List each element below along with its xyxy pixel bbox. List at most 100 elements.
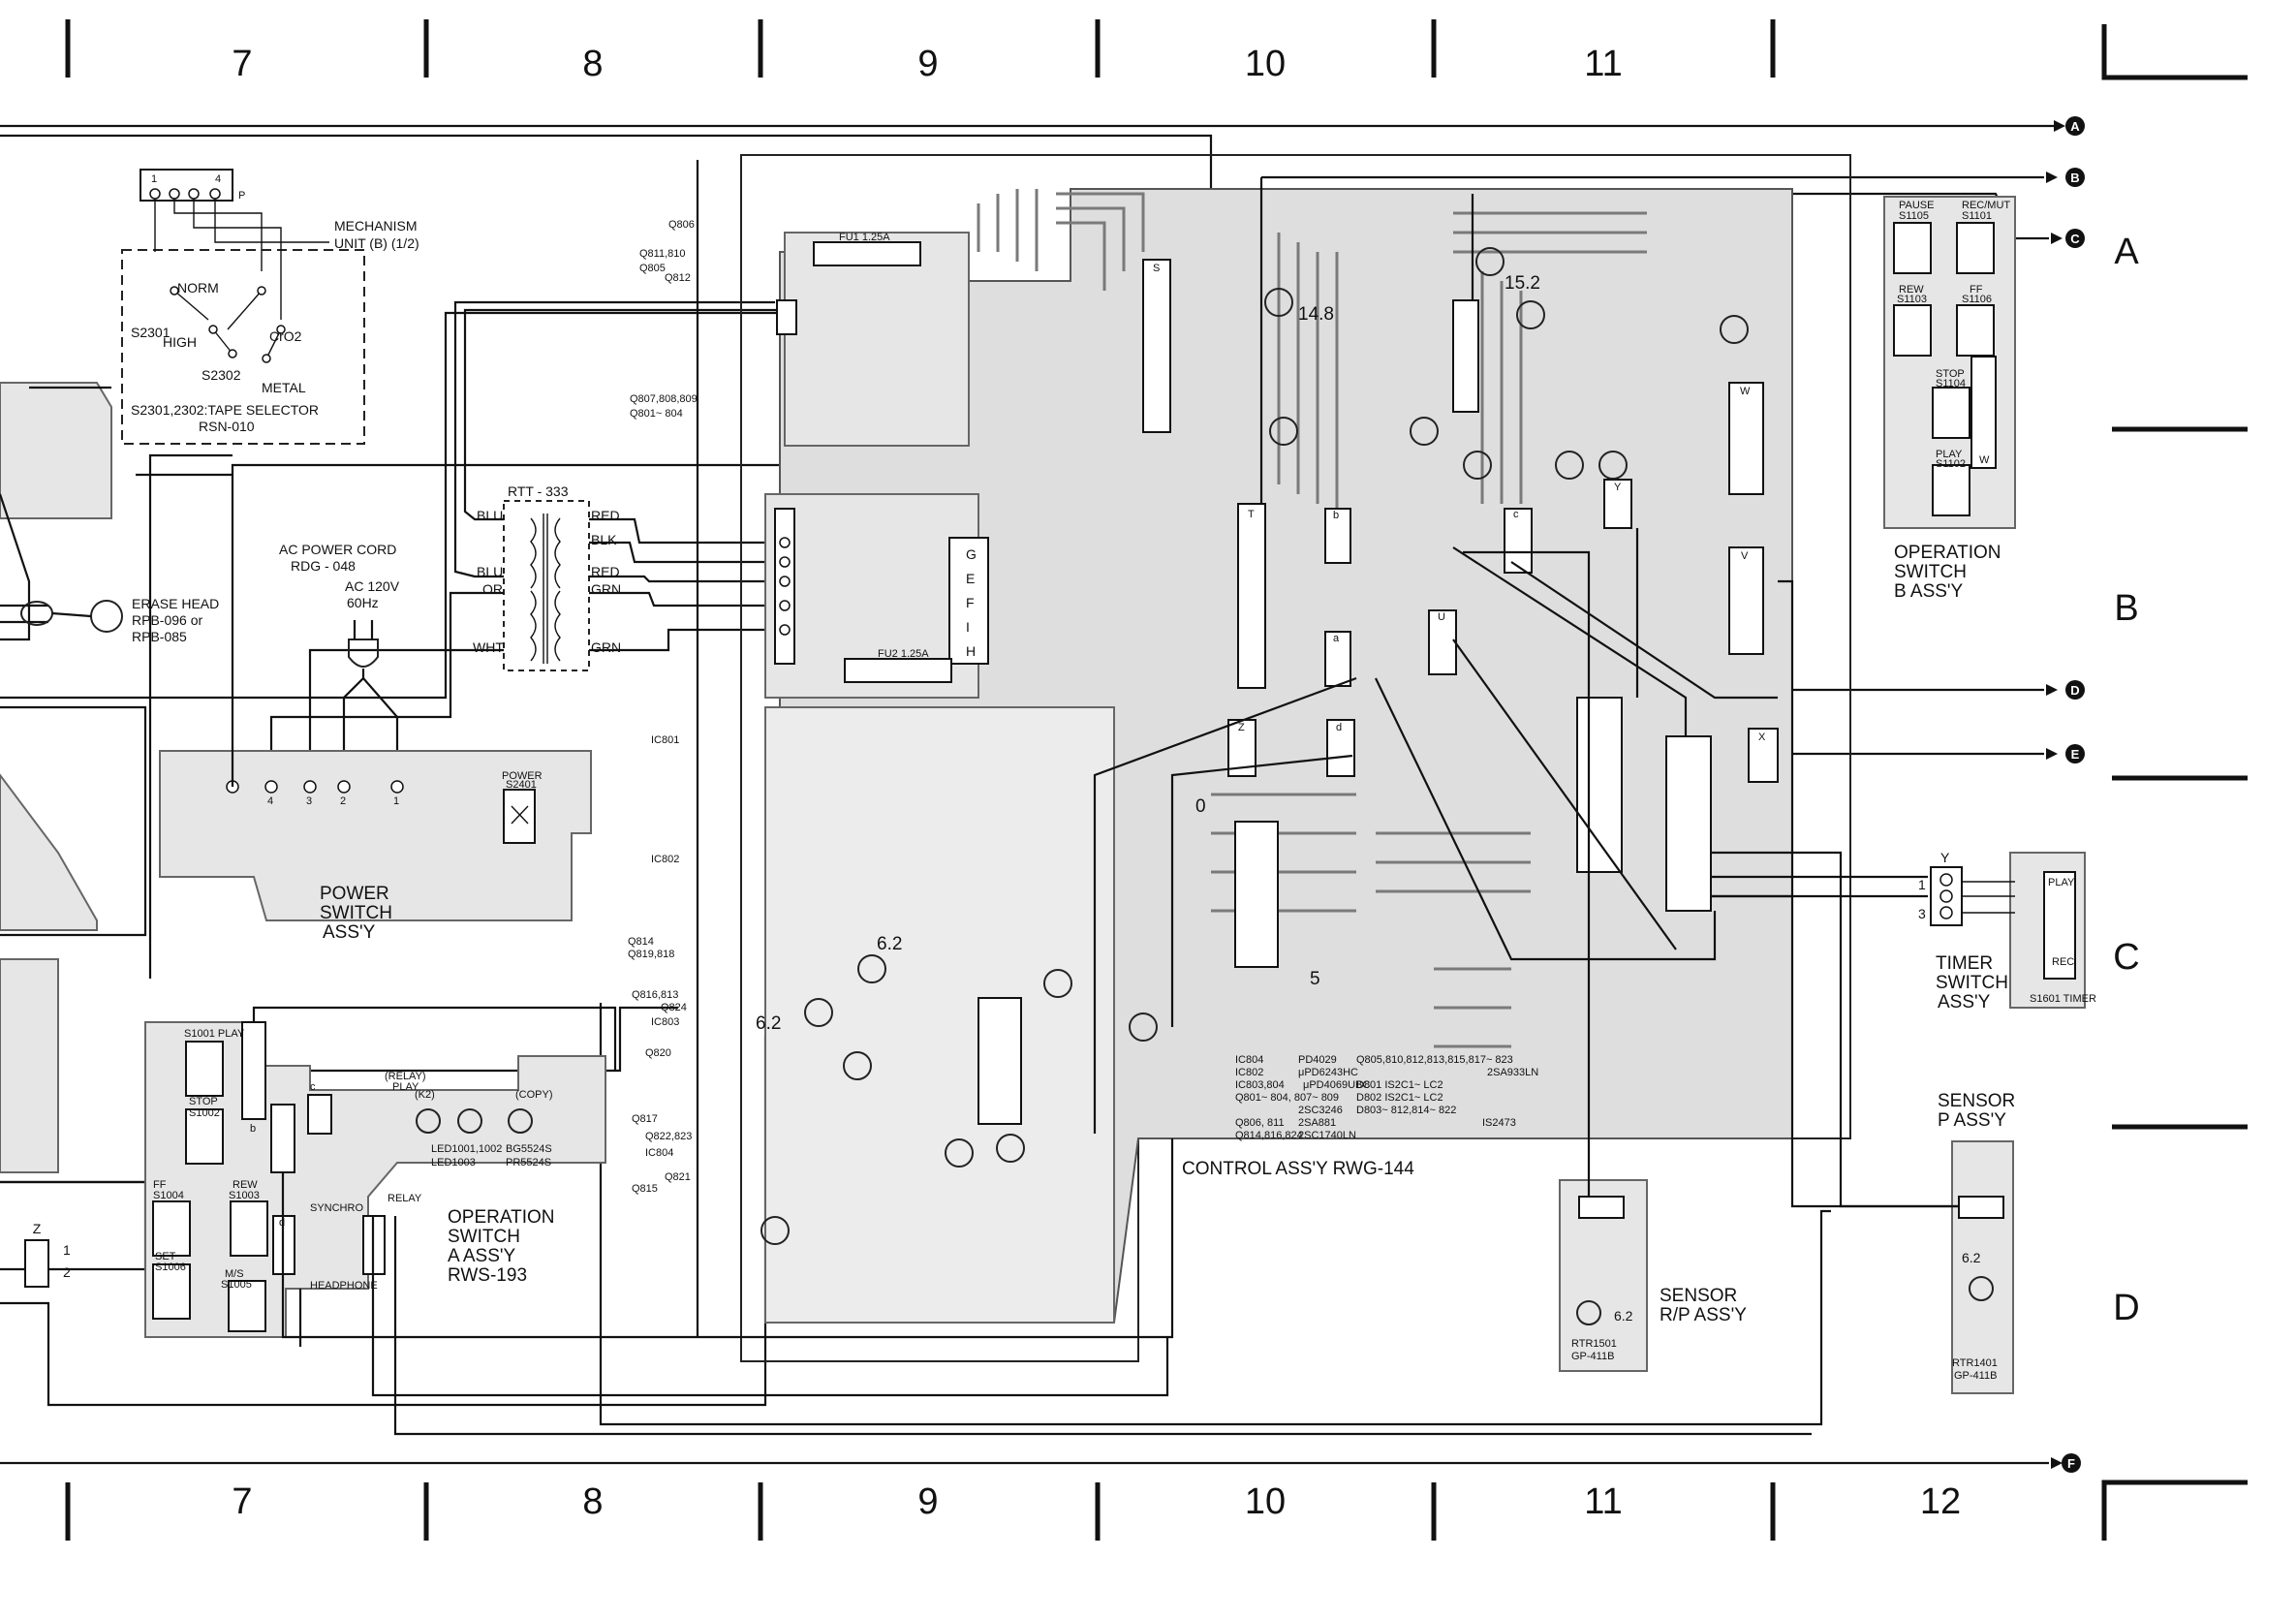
timer-title-1: TIMER bbox=[1936, 953, 1993, 974]
transformer-or: OR bbox=[482, 581, 503, 597]
connector-c-a bbox=[270, 1104, 295, 1173]
voltage-0: 0 bbox=[1195, 796, 1206, 817]
connector-b-a bbox=[241, 1021, 266, 1120]
ref-ic803: IC803 bbox=[651, 1016, 679, 1028]
transistor-q809-icon bbox=[1410, 417, 1439, 446]
op-b-rew-ref: S1103 bbox=[1897, 294, 1927, 305]
connector-w bbox=[1728, 382, 1764, 495]
parts-col2-6: 2SC1740LN bbox=[1298, 1130, 1356, 1141]
parts-col1-0: IC804 bbox=[1235, 1054, 1263, 1066]
connector-y-inner bbox=[1603, 479, 1632, 529]
sensor-p-title-2: P ASS'Y bbox=[1938, 1110, 2006, 1131]
op-b-conn: W bbox=[1979, 454, 1990, 466]
bus-marker-d-icon bbox=[2065, 680, 2085, 700]
sensor-p-ref: RTR1401 bbox=[1952, 1357, 1998, 1369]
left-wires bbox=[0, 134, 1831, 1426]
op-b-stop-ref: S1104 bbox=[1936, 378, 1966, 389]
op-b-stop: STOP bbox=[1936, 368, 1965, 380]
parts-col2-0: PD4029 bbox=[1298, 1054, 1337, 1066]
mech-cro2: CrO2 bbox=[269, 328, 302, 344]
parts-col3-4: D803~ 812,814~ 822 bbox=[1356, 1105, 1456, 1116]
timer-title-3: ASS'Y bbox=[1938, 992, 1991, 1012]
control-assy-title: CONTROL ASS'Y RWG-144 bbox=[1182, 1159, 1414, 1179]
op-a-play: S1001 PLAY bbox=[184, 1028, 245, 1040]
connector-c-label: c bbox=[1513, 509, 1519, 520]
voltage-5: 5 bbox=[1310, 969, 1320, 989]
op-a-stop: STOP bbox=[189, 1096, 218, 1107]
mech-s2301: S2301 bbox=[131, 325, 171, 340]
connector-a-label: a bbox=[1333, 633, 1340, 644]
bus-marker-b: B bbox=[2070, 171, 2079, 185]
transformer: RTT - 333 BLU BLU OR WHT RED BLK RED GRN… bbox=[269, 300, 787, 787]
op-a-title-1: OPERATION bbox=[448, 1207, 555, 1228]
op-a-relay-play: (RELAY) bbox=[385, 1071, 426, 1082]
voltage-14-8: 14.8 bbox=[1298, 304, 1334, 325]
switch-timer bbox=[2043, 871, 2076, 980]
control-assy-board: S T c Y W V X b a U Z d G E F I bbox=[740, 154, 1851, 1362]
sensor-rp-icon bbox=[1576, 1300, 1601, 1325]
grid-top-col-10: 10 bbox=[1245, 44, 1286, 84]
mechanism-unit: 1 4 P MECHANISM UNIT (B) (1/2) NORM S230… bbox=[121, 169, 419, 445]
mech-s2302: S2302 bbox=[202, 367, 241, 383]
op-a-copy: (COPY) bbox=[515, 1089, 553, 1101]
transistor-q805-icon bbox=[1516, 300, 1545, 329]
sensor-rp-title-1: SENSOR bbox=[1660, 1286, 1737, 1306]
ref-ic802: IC802 bbox=[651, 854, 679, 865]
ref-q812: Q812 bbox=[665, 272, 691, 284]
erase-head-icon bbox=[90, 600, 123, 633]
parts-list: IC804 IC802 IC803,804 Q801~ 804, 807~ 80… bbox=[1235, 1054, 1538, 1141]
op-a-ms-ref: S1005 bbox=[221, 1279, 252, 1291]
connector-w-label: W bbox=[1740, 386, 1751, 397]
connector-t bbox=[1237, 503, 1266, 689]
transistor-q820-icon bbox=[1129, 1012, 1158, 1042]
op-a-set: SET bbox=[155, 1251, 176, 1262]
ac-cord-line-4: 60Hz bbox=[347, 595, 379, 610]
op-a-led-4: PR5524S bbox=[506, 1157, 551, 1168]
connector-s-label: S bbox=[1153, 263, 1160, 274]
bus-marker-f: F bbox=[2067, 1456, 2075, 1471]
bus-marker-e: E bbox=[2071, 747, 2080, 762]
connector-power-in bbox=[776, 299, 797, 335]
bus-marker-a-icon bbox=[2065, 116, 2085, 136]
op-b-ff: FF bbox=[1970, 284, 1983, 296]
parts-col2-4: 2SC3246 bbox=[1298, 1105, 1343, 1116]
ref-q816: Q816,813 bbox=[632, 989, 678, 1001]
timer-pin-1: 1 bbox=[1918, 877, 1926, 892]
op-a-ff-ref: S1004 bbox=[153, 1190, 184, 1201]
connector-b-label: b bbox=[1333, 510, 1339, 521]
grid-top-col-7: 7 bbox=[232, 44, 252, 84]
voltage-6-2-b: 6.2 bbox=[756, 1013, 781, 1034]
parts-col3-0: Q805,810,812,813,815,817~ 823 bbox=[1356, 1054, 1513, 1066]
op-a-led-3: BG5524S bbox=[506, 1143, 552, 1155]
ref-q815: Q815 bbox=[632, 1183, 658, 1195]
mech-title-1: MECHANISM bbox=[334, 218, 418, 234]
parts-col3-5: IS2473 bbox=[1482, 1117, 1516, 1129]
grid-row-a: A bbox=[2114, 232, 2139, 272]
mech-caption-2: RSN-010 bbox=[199, 419, 255, 434]
switch-ms-a bbox=[228, 1280, 266, 1332]
op-b-pause: PAUSE bbox=[1899, 200, 1934, 211]
fuse-1-label: FU1 1.25A bbox=[839, 232, 890, 243]
ref-q817: Q817 bbox=[632, 1113, 658, 1125]
connector-y-inner-label: Y bbox=[1614, 482, 1622, 493]
mech-high: HIGH bbox=[163, 334, 197, 350]
ic-802 bbox=[1234, 821, 1279, 968]
power-pin-4: 4 bbox=[267, 795, 273, 807]
bus-marker-c-icon bbox=[2065, 229, 2085, 248]
connector-c bbox=[1504, 508, 1533, 574]
transistor-q811-icon bbox=[1264, 288, 1293, 317]
bus-marker-b-icon bbox=[2065, 168, 2085, 187]
connector-u-label: U bbox=[1438, 611, 1445, 623]
switch-ff-b bbox=[1956, 304, 1995, 357]
sensor-rp-title-2: R/P ASS'Y bbox=[1660, 1305, 1747, 1325]
fuse-2-icon bbox=[844, 658, 952, 683]
transistor-q807-icon bbox=[1269, 417, 1298, 446]
op-a-led-1: LED1001,1002 bbox=[431, 1143, 502, 1155]
sensor-p-voltage: 6.2 bbox=[1962, 1250, 1981, 1265]
bus-marker-d: D bbox=[2070, 683, 2079, 698]
mech-metal: METAL bbox=[262, 380, 306, 395]
connector-x bbox=[1748, 728, 1779, 783]
power-switch-title-1: POWER bbox=[320, 884, 389, 904]
connector-b bbox=[1324, 508, 1351, 564]
switch-play-b bbox=[1932, 464, 1970, 516]
